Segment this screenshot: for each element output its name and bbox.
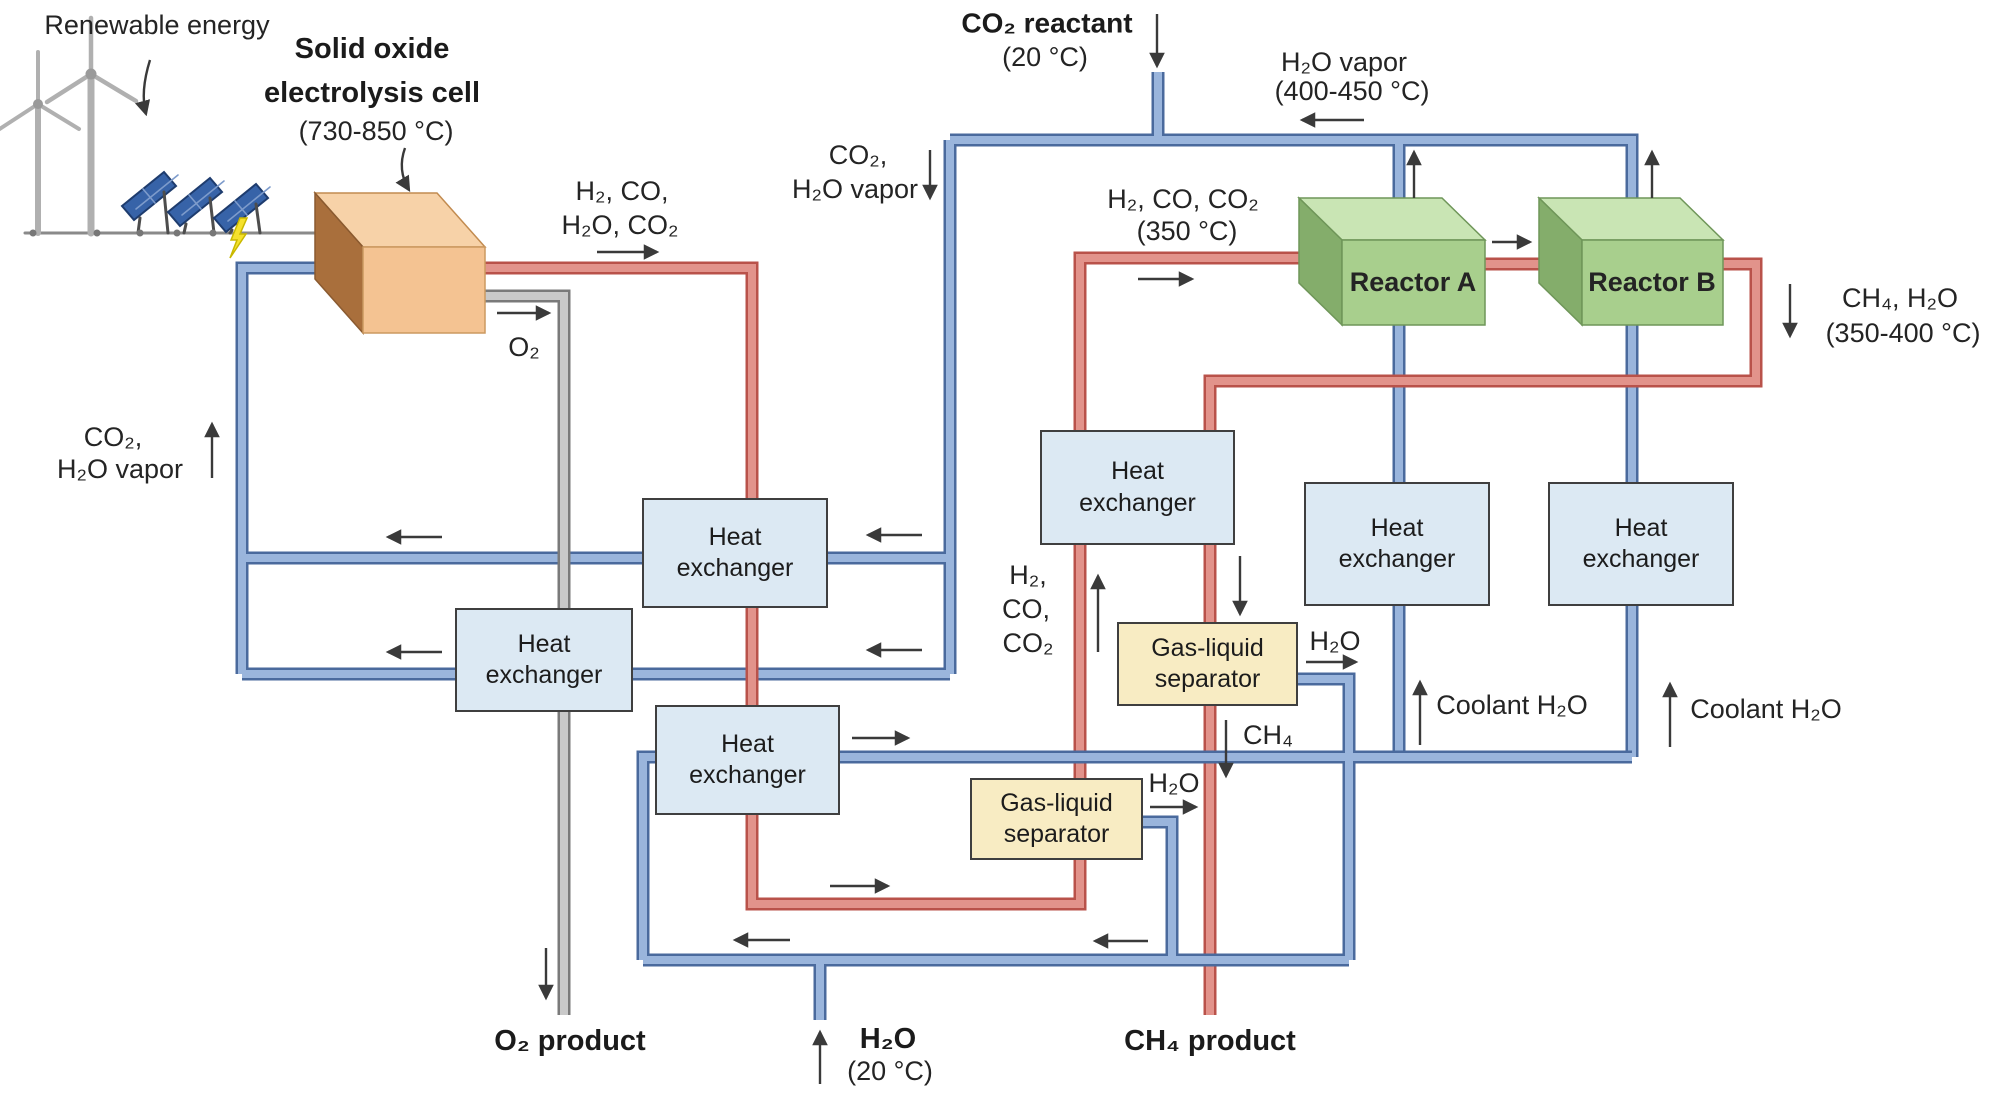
separator2-water-label: H₂O [1148, 768, 1200, 799]
co2-reactant-temp: (20 °C) [1002, 42, 1088, 73]
separator1-water-label: H₂O [1309, 626, 1361, 657]
syngas-riser-label-line2: CO, [1001, 594, 1051, 625]
heat-exchanger-label: Heat [1614, 513, 1668, 542]
separator-label: separator [1003, 820, 1110, 848]
heat-exchanger-coolant-a: Heat exchanger [1304, 482, 1490, 606]
reactor-b-label: Reactor B [1588, 267, 1716, 298]
reactor-feed-label: H₂, CO, CO₂ [1107, 184, 1259, 215]
ch4-product-label: CH₄ product [1124, 1025, 1296, 1058]
soec-title-line1: Solid oxide [294, 33, 450, 66]
hot-gas-pipes [470, 251, 1763, 1015]
recycle-left-label-line1: CO₂, [83, 422, 143, 453]
reactor-a-block [1297, 196, 1487, 327]
heat-exchanger-label: exchanger [676, 554, 794, 582]
renewable-energy-scenery [0, 15, 320, 259]
flow-arrow [395, 147, 411, 193]
h2o-feed-temp: (20 °C) [847, 1056, 933, 1087]
reactor-feed-temp: (350 °C) [1136, 216, 1238, 247]
gas-liquid-separator-feed: Gas-liquid separator [970, 778, 1143, 860]
soec-temp-label: (730-850 °C) [298, 116, 454, 147]
reactor-outlet-temp: (350-400 °C) [1825, 318, 1981, 349]
heat-exchanger-label: exchanger [1079, 488, 1196, 517]
wind-turbine-icon [0, 50, 81, 236]
reactor-a-label: Reactor A [1349, 267, 1477, 298]
cold-water-return-pipes [636, 672, 1632, 1020]
oxygen-pipe [470, 289, 571, 1015]
heat-exchanger-reactor-feed: Heat exchanger [1040, 430, 1235, 545]
heat-exchanger-label: exchanger [1338, 545, 1456, 573]
heat-exchanger-label: exchanger [1582, 545, 1700, 573]
soec-outlet-label-line1: H₂, CO, [575, 176, 669, 207]
flow-arrows [134, 14, 1798, 1084]
h2o-feed-label: H₂O [859, 1023, 917, 1056]
recycle-stream-label-line2: H₂O vapor [791, 174, 919, 205]
oxygen-stream-label: O₂ [508, 332, 540, 363]
solar-panel-icon [120, 170, 271, 235]
heat-exchanger-label: Heat [721, 729, 774, 758]
separator-label: separator [1154, 665, 1261, 693]
heat-exchanger-label: Heat [517, 629, 571, 658]
heat-exchanger-syngas-upper: Heat exchanger [642, 498, 828, 608]
syngas-riser-label-line1: H₂, [1009, 560, 1047, 591]
recycle-stream-label-line1: CO₂, [828, 140, 888, 171]
renewable-energy-label: Renewable energy [44, 10, 270, 41]
separator1-methane-label: CH₄ [1242, 720, 1294, 751]
gas-liquid-separator-product: Gas-liquid separator [1117, 622, 1298, 706]
heat-exchanger-oxygen: Heat exchanger [455, 608, 633, 712]
heat-exchanger-label: Heat [1370, 513, 1424, 542]
h2o-vapor-temp: (400-450 °C) [1274, 76, 1430, 107]
lightning-bolt-icon [229, 217, 249, 259]
heat-exchanger-label: exchanger [689, 761, 806, 789]
coolant-b-label: Coolant H₂O [1690, 694, 1842, 725]
co2-reactant-label: CO₂ reactant [961, 7, 1133, 39]
separator-label: Gas-liquid [1000, 788, 1113, 817]
separator-label: Gas-liquid [1151, 633, 1264, 662]
heat-exchanger-label: Heat [708, 522, 762, 551]
reactor-b-block [1537, 196, 1725, 327]
soec-outlet-label-line2: H₂O, CO₂ [561, 210, 679, 241]
soec-block [313, 191, 487, 335]
soec-title-line2: electrolysis cell [263, 77, 481, 110]
o2-product-label: O₂ product [494, 1025, 646, 1058]
wind-turbine-icon [44, 15, 139, 237]
h2o-vapor-label: H₂O vapor [1280, 47, 1408, 78]
reactor-a-front-face [1341, 239, 1486, 326]
syngas-riser-label-line3: CO₂ [1002, 628, 1054, 659]
recycle-left-label-line2: H₂O vapor [56, 454, 184, 485]
coolant-a-label: Coolant H₂O [1436, 690, 1588, 721]
flow-arrow [134, 59, 152, 117]
heat-exchanger-label: Heat [1111, 457, 1164, 486]
reactor-outlet-label: CH₄, H₂O [1841, 283, 1959, 314]
cold-water-pipes [235, 72, 1639, 757]
heat-exchanger-water: Heat exchanger [655, 705, 840, 815]
heat-exchanger-label: exchanger [485, 661, 603, 689]
soec-front-face [362, 246, 486, 334]
heat-exchanger-coolant-b: Heat exchanger [1548, 482, 1734, 606]
reactor-b-front-face [1581, 239, 1724, 326]
